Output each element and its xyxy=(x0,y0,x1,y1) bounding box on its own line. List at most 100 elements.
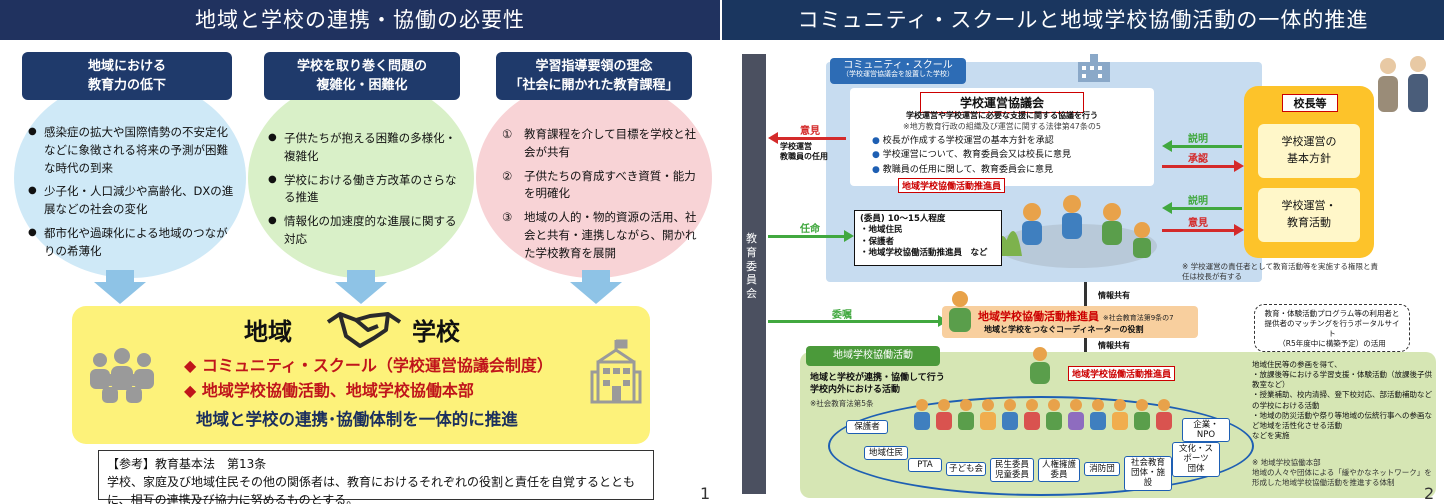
item-number: ③ xyxy=(502,210,513,225)
info-share-1: 情報共有 xyxy=(1098,291,1130,300)
down-arrow-head xyxy=(94,282,146,304)
circle-3 xyxy=(476,78,712,278)
slide-1-title: 地域と学校の連携・協働の必要性 xyxy=(0,0,720,40)
coordinator-box xyxy=(942,306,1198,338)
cs-tab-sub: （学校運営協議会を設置した学校） xyxy=(842,70,954,78)
list-item: 感染症の拡大や国際情勢の不安定化などに象徴される将来の予測が困難な時代の到来 xyxy=(28,124,234,177)
slide-2-title: コミュニティ・スクールと地域学校協働活動の一体的推進 xyxy=(722,0,1444,40)
list-1: 感染症の拡大や国際情勢の不安定化などに象徴される将来の予測が困難な時代の到来 少… xyxy=(28,124,234,267)
iken-top-label: 意見 xyxy=(800,126,820,137)
list-item: ● 教職員の任用に関して、教育委員会に意見 xyxy=(872,164,1054,175)
council-sub-1: 学校運営や学校運営に必要な支援に関する協議を行う xyxy=(906,111,1098,120)
coordinator-person-icon xyxy=(949,291,971,332)
item-number: ② xyxy=(502,168,513,183)
member-item: ・保護者 xyxy=(860,236,895,247)
cs-tab-label: コミュニティ・スクール xyxy=(843,60,953,71)
setsumei-1-arrow xyxy=(1170,145,1242,148)
down-arrow-head xyxy=(335,282,387,304)
community-people-illustration xyxy=(914,399,1172,430)
board-bar xyxy=(742,54,766,494)
chip-kids-club: 子ども会 xyxy=(946,462,986,477)
page-number: 2 xyxy=(1424,484,1435,503)
members-box: (委員) 10～15人程度 ・地域住民 ・保護者 ・地域学校協働活動推進員 など xyxy=(854,210,1002,266)
ninmei-arrow xyxy=(768,235,844,238)
promoter-label: 地域学校協働活動推進員 xyxy=(898,178,1006,193)
setsumei-2-arrow xyxy=(1170,207,1242,210)
chip-human-rights: 人権擁護 委員 xyxy=(1038,458,1080,483)
council-title: 学校運営協議会 xyxy=(920,92,1084,113)
down-arrow xyxy=(347,270,375,282)
list-item: 情報化の加速度的な進展に関する対応 xyxy=(268,213,464,249)
reference-title: 【参考】教育基本法 第13条 xyxy=(107,457,267,471)
list-item: ● 校長が作成する学校運営の基本方針を承認 xyxy=(872,136,1054,146)
slide-1: 地域と学校の連携・協働の必要性 地域における 教育力の低下 学校を取り巻く問題の… xyxy=(0,0,720,504)
page-number: 1 xyxy=(700,484,711,503)
members-title: (委員) 10～15人程度 xyxy=(860,214,946,224)
ishoku-label: 委嘱 xyxy=(832,310,852,321)
shonin-arrow xyxy=(1162,165,1234,168)
item-text: 地域の人的・物的資源の活用、社会と共有・連携しながら、開かれた学校教育を展開 xyxy=(524,210,697,260)
council-points: ● 校長が作成する学校運営の基本方針を承認 ● 学校運営について、教育委員会又は… xyxy=(872,134,1152,177)
shonin-head xyxy=(1234,160,1244,172)
center-line-1: ◆ コミュニティ・スクール（学校運営協議会制度） xyxy=(184,356,553,375)
list-item: ● 学校運営について、教育委員会又は校長に意見 xyxy=(872,150,1072,161)
list-item: 子供たちが抱える困難の多様化・複雑化 xyxy=(268,130,464,166)
chip-pta: PTA xyxy=(908,458,942,473)
list-item: ③ 地域の人的・物的資源の活用、社会と共有・連携しながら、開かれた学校教育を展開 xyxy=(502,209,702,262)
center-box xyxy=(72,306,650,444)
school-building-icon xyxy=(1078,54,1110,82)
chip-fire-brigade: 消防団 xyxy=(1084,462,1120,477)
activity-tab: 地域学校協働活動 xyxy=(806,346,940,366)
down-arrow xyxy=(582,270,610,282)
shonin-label: 承認 xyxy=(1188,154,1208,165)
heading-2: 学校を取り巻く問題の 複雑化・困難化 xyxy=(264,52,460,100)
point-text: 校長が作成する学校運営の基本方針を承認 xyxy=(882,136,1054,146)
center-line-3: 地域と学校の連携･協働体制を一体的に推進 xyxy=(196,410,518,429)
reference-text: 学校、家庭及び地域住民その他の関係者は、教育におけるそれぞれの役割と責任を自覚す… xyxy=(107,475,636,504)
member-item: ・地域学校協働活動推進員 など xyxy=(860,248,988,259)
activities-note: ※ 地域学校協働本部 地域の人々や団体による「緩やかなネットワーク」を形成した地… xyxy=(1252,458,1432,488)
list-item: 少子化・人口減少や高齢化、DXの進展などの社会の変化 xyxy=(28,183,234,219)
promoter-label-2: 地域学校協働活動推進員 xyxy=(1068,366,1176,381)
coordinator-title: 地域学校協働活動推進員 ※社会教育法第9条の7 xyxy=(978,308,1174,324)
center-line-2: ◆ 地域学校協働活動、地域学校協働本部 xyxy=(184,381,474,400)
setsumei-1-head xyxy=(1162,140,1172,152)
coordinator-title-text: 地域学校協働活動推進員 xyxy=(978,310,1099,323)
left-word: 地域 xyxy=(244,318,292,346)
list-item: 都市化や過疎化による地域のつながりの希薄化 xyxy=(28,225,234,261)
principal-box-1: 学校運営の 基本方針 xyxy=(1258,124,1360,178)
ninmei-arrow-head xyxy=(844,230,854,242)
meeting-illustration xyxy=(994,195,1157,268)
slide-2: コミュニティ・スクールと地域学校協働活動の一体的推進 教育委員会 コミュニティ・… xyxy=(722,0,1444,504)
ninmei-label: 任命 xyxy=(800,224,820,235)
setsumei-2-label: 説明 xyxy=(1188,196,1208,207)
activity-desc: 地域と学校が連携・協働して行う 学校内外における活動 xyxy=(810,373,945,396)
iken-right-label: 意見 xyxy=(1188,218,1208,229)
vertical-arrow-up xyxy=(1084,282,1087,308)
chip-residents: 地域住民 xyxy=(864,446,908,461)
down-arrow xyxy=(106,270,134,282)
activity-law: ※社会教育法第5条 xyxy=(810,399,874,408)
school-icon xyxy=(590,339,642,404)
setsumei-2-head xyxy=(1162,202,1172,214)
people-icon xyxy=(90,348,154,403)
council-sub-2: ※地方教育行政の組織及び運営に関する法律第47条の5 xyxy=(903,122,1101,131)
principal-people-icon xyxy=(1378,56,1428,112)
item-text: 子供たちの育成すべき資質・能力を明確化 xyxy=(524,168,696,201)
reference-box: 【参考】教育基本法 第13条 学校、家庭及び地域住民その他の関係者は、教育におけ… xyxy=(98,450,654,504)
iken-right-head xyxy=(1234,224,1244,236)
list-item: ② 子供たちの育成すべき資質・能力を明確化 xyxy=(502,168,702,204)
iken-arrow xyxy=(776,137,846,140)
point-text: 教職員の任用に関して、教育委員会に意見 xyxy=(882,164,1054,175)
handshake-icon xyxy=(326,312,402,348)
info-share-2: 情報共有 xyxy=(1098,341,1130,350)
cs-tab: コミュニティ・スクール （学校運営協議会を設置した学校） xyxy=(830,58,966,84)
chip-business-npo: 企業・NPO xyxy=(1182,418,1230,443)
portal-note-box: 教育・体験活動プログラム等の利用者と提供者のマッチングを行うポータルサイト （R… xyxy=(1254,304,1410,352)
chip-parents: 保護者 xyxy=(846,420,888,435)
item-number: ① xyxy=(502,127,513,141)
heading-3: 学習指導要領の理念 「社会に開かれた教育課程」 xyxy=(496,52,692,100)
portal-note-2: （R5年度中に構築予定）の活用 xyxy=(1278,339,1386,349)
